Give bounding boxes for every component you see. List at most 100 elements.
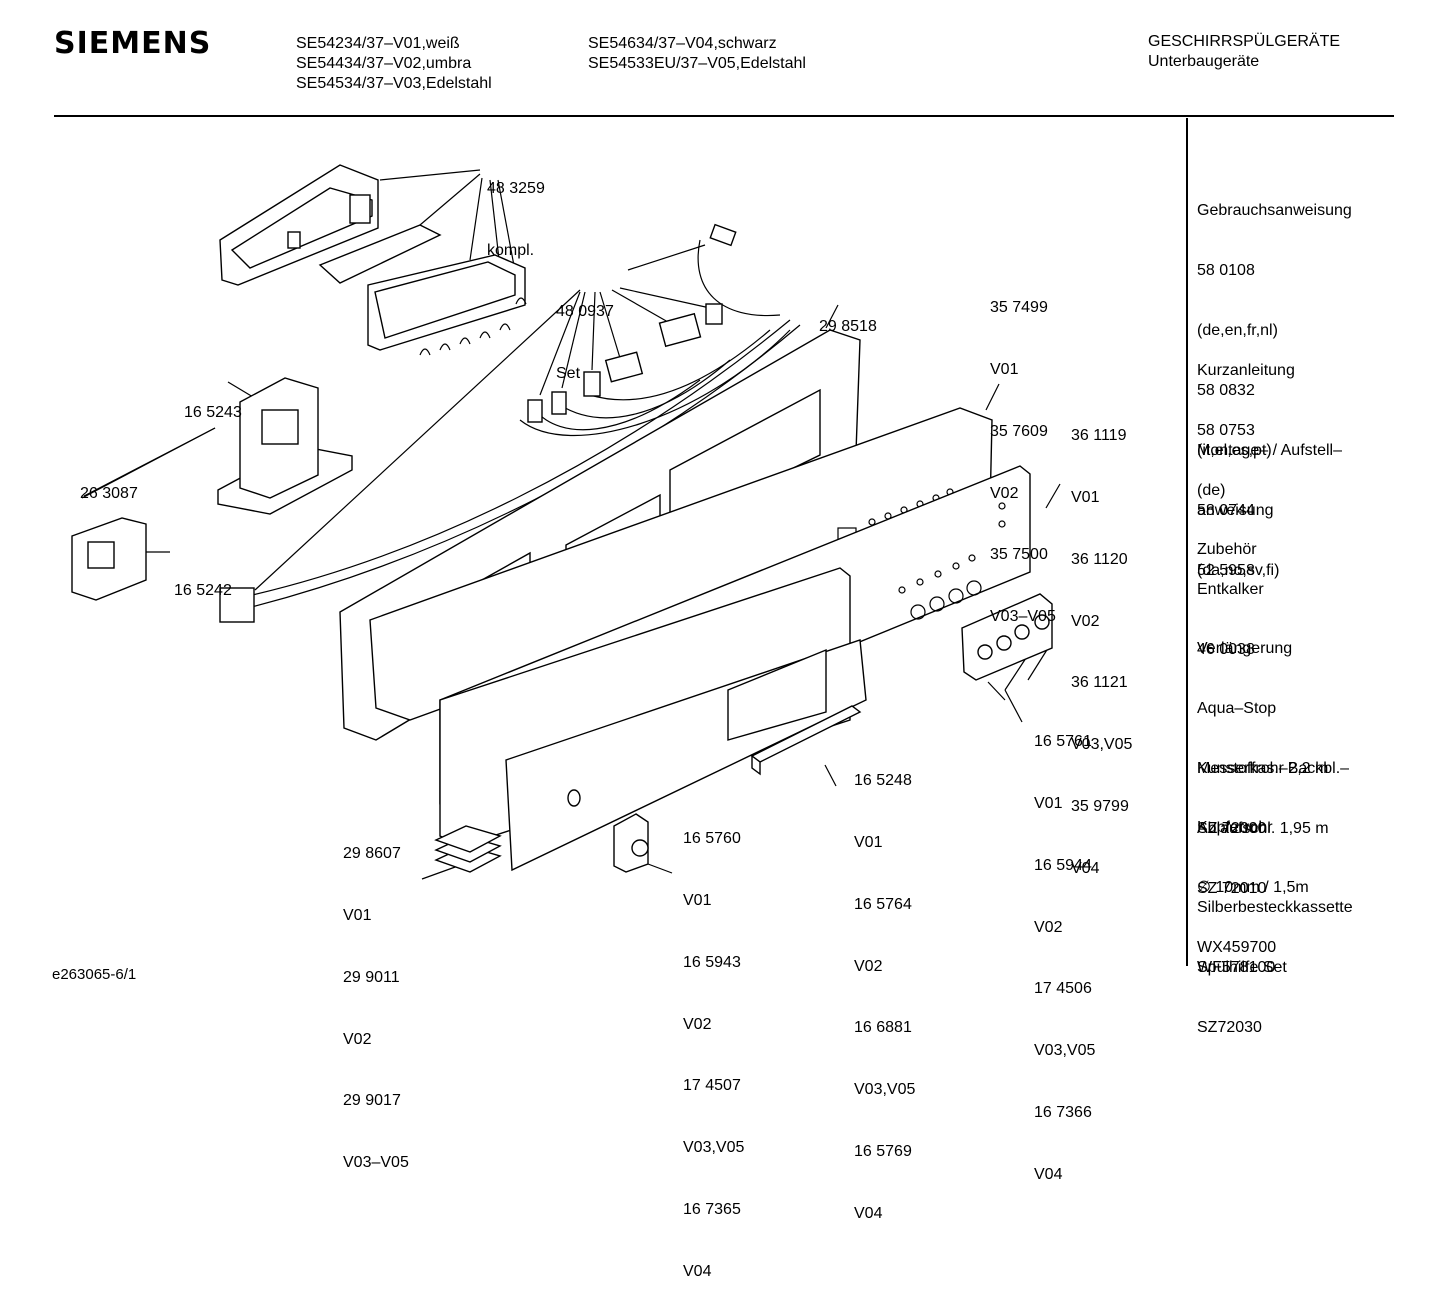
variant: V03,V05 xyxy=(683,1139,745,1157)
part-number: 48 3259 xyxy=(487,180,545,198)
relay-part xyxy=(71,517,147,601)
part-number: 16 6881 xyxy=(854,1019,912,1037)
model-line: SE54234/37–V01,weiß xyxy=(296,35,460,52)
sidebar-line: (da,no,sv,fi) xyxy=(1197,562,1280,579)
sidebar-copper-pipe: Kupferrohr ∅ 10mm / 1,5m WX459700 xyxy=(1197,778,1309,978)
part-number: 35 7499 xyxy=(990,299,1048,317)
sidebar-heading: Spülhilfe Set xyxy=(1197,959,1287,976)
part-number: 16 5242 xyxy=(174,582,232,600)
drawing-id: e263065-6/1 xyxy=(52,966,137,983)
exploded-diagram xyxy=(71,164,1061,880)
sidebar-line: 52 5958 xyxy=(1197,562,1255,579)
sidebar-line: Kunstoffrohr 2,2 m xyxy=(1197,760,1329,777)
sidebar-line: SZ 72000 xyxy=(1197,820,1267,837)
sidebar-line: SZ 72010 xyxy=(1197,880,1267,897)
bracket-part xyxy=(217,377,353,515)
model-line: SE54634/37–V04,schwarz xyxy=(588,35,777,52)
sidebar-line: 58 0832 xyxy=(1197,382,1255,399)
sidebar-extension: Verlängerung Aqua–Stop Kunstoffrohr 2,2 … xyxy=(1197,599,1329,919)
part-note: Set xyxy=(556,364,581,382)
variant: V02 xyxy=(990,484,1019,502)
callout-16-5248: 16 5248 V01 16 5764 V02 16 6881 V03,V05 … xyxy=(854,730,915,1245)
callout-26-3087: 26 3087 xyxy=(80,443,138,525)
sidebar-line: Aqua–Stop xyxy=(1197,700,1277,717)
part-number: 36 1121 xyxy=(1071,674,1128,692)
sidebar-line: SZ72030 xyxy=(1197,1019,1262,1036)
sidebar-line: 58 0753 xyxy=(1197,422,1255,439)
part-number: 16 5760 xyxy=(683,830,741,848)
variant: V04 xyxy=(683,1262,712,1280)
knob-set xyxy=(961,593,1053,681)
callout-36-1119: 36 1119 V01 36 1120 V02 36 1121 V03,V05 … xyxy=(1071,385,1132,900)
callout-16-5760: 16 5760 V01 16 5943 V02 17 4507 V03,V05 … xyxy=(683,788,744,1303)
part-number: 16 5944 xyxy=(1034,856,1092,874)
variant: V01 xyxy=(854,833,883,851)
sidebar-heading: Kupferrohr xyxy=(1197,819,1273,836)
sidebar-rinse-aid: Spülhilfe Set SZ72030 xyxy=(1197,918,1287,1058)
variant: V01 xyxy=(1071,488,1100,506)
model-list-1: SE54234/37–V01,weiß SE54434/37–V02,umbra… xyxy=(296,34,492,94)
part-number: 17 4506 xyxy=(1034,980,1092,998)
part-number: 26 3087 xyxy=(80,485,138,503)
sidebar-silver-cassette: Silberbesteckkassette WF578100 xyxy=(1197,858,1353,998)
part-number: 36 1119 xyxy=(1071,427,1127,445)
sidebar-line: (de) xyxy=(1197,482,1226,499)
sidebar-quick-guide: Kurzanleitung 58 0753 (de) xyxy=(1197,321,1295,521)
part-number: 16 5761 xyxy=(1034,733,1092,751)
control-module xyxy=(219,164,527,356)
sidebar-line: Ablaufschl. 1,95 m xyxy=(1197,820,1329,837)
variant: V02 xyxy=(854,957,883,975)
sidebar-line: (de,en,fr,nl) xyxy=(1197,322,1278,339)
sidebar-heading: Zubehör xyxy=(1197,541,1257,558)
part-number: 35 7500 xyxy=(990,546,1048,564)
callout-16-5761: 16 5761 V01 16 5944 V02 17 4506 V03,V05 … xyxy=(1034,691,1095,1206)
part-number: 35 7609 xyxy=(990,422,1048,440)
sidebar-line: 46 0038 xyxy=(1197,641,1255,658)
variant: V02 xyxy=(1034,918,1063,936)
part-number: 16 5943 xyxy=(683,953,741,971)
sidebar-line: ∅ 10mm / 1,5m xyxy=(1197,879,1309,896)
door-front xyxy=(439,567,867,872)
part-number: 35 9799 xyxy=(1071,797,1129,815)
variant: V01 xyxy=(343,906,372,924)
variant: V04 xyxy=(854,1204,883,1222)
variant: V03–V05 xyxy=(990,608,1056,626)
sidebar-heading: Messerkas.–Backbl.– xyxy=(1197,760,1350,777)
model-list-2: SE54634/37–V04,schwarz SE54533EU/37–V05,… xyxy=(588,34,806,74)
rod xyxy=(83,427,216,497)
sidebar-line: WF578100 xyxy=(1197,959,1276,976)
callout-48-3259: 48 3259 kompl. xyxy=(487,138,545,282)
sidebar-heading: Montage– / Aufstell– xyxy=(1197,442,1342,459)
sidebar-line: 58 0744 xyxy=(1197,502,1255,519)
variant: V01 xyxy=(683,891,712,909)
sidebar-descaler: Entkalker 46 0038 xyxy=(1197,540,1264,680)
sidebar-cutlery-tray: Messerkas.–Backbl.– SZ 72000 xyxy=(1197,719,1349,859)
sidebar-heading: Kurzanleitung xyxy=(1197,362,1295,379)
part-number: 16 7365 xyxy=(683,1200,741,1218)
part-number: 16 5769 xyxy=(854,1142,912,1160)
callout-29-8607: 29 8607 V01 29 9011 V02 29 9017 V03–V05 xyxy=(343,803,409,1194)
variant: V03,V05 xyxy=(854,1081,916,1099)
variant: V01 xyxy=(1034,794,1063,812)
category-subtitle: Unterbaugeräte xyxy=(1148,53,1260,70)
variant: V02 xyxy=(1071,612,1100,630)
category-title: GESCHIRRSPÜLGERÄTE xyxy=(1148,33,1341,50)
sidebar-installation: Montage– / Aufstell– anweisung 52 5958 xyxy=(1197,401,1342,601)
sidebar-divider xyxy=(1186,118,1188,966)
category: GESCHIRRSPÜLGERÄTE Unterbaugeräte xyxy=(1148,32,1340,72)
model-line: SE54534/37–V03,Edelstahl xyxy=(296,75,492,92)
variant: V04 xyxy=(1034,1165,1063,1183)
part-number: 29 8518 xyxy=(819,318,877,336)
switch-knob xyxy=(613,813,649,873)
variant: V03,V05 xyxy=(1071,736,1133,754)
insulation-stack xyxy=(434,825,502,873)
callout-48-0937: 48 0937 Set xyxy=(556,261,614,405)
callout-29-8518: 29 8518 xyxy=(819,276,877,358)
part-number: 16 5764 xyxy=(854,895,912,913)
part-number: 29 9017 xyxy=(343,1092,401,1110)
sidebar-line: anweisung xyxy=(1197,502,1274,519)
callout-35-7499: 35 7499 V01 35 7609 V02 35 7500 V03–V05 xyxy=(990,257,1056,648)
brand-logo: SIEMENS xyxy=(54,26,212,61)
part-number: 17 4507 xyxy=(683,1077,741,1095)
part-number: 16 7366 xyxy=(1034,1103,1092,1121)
